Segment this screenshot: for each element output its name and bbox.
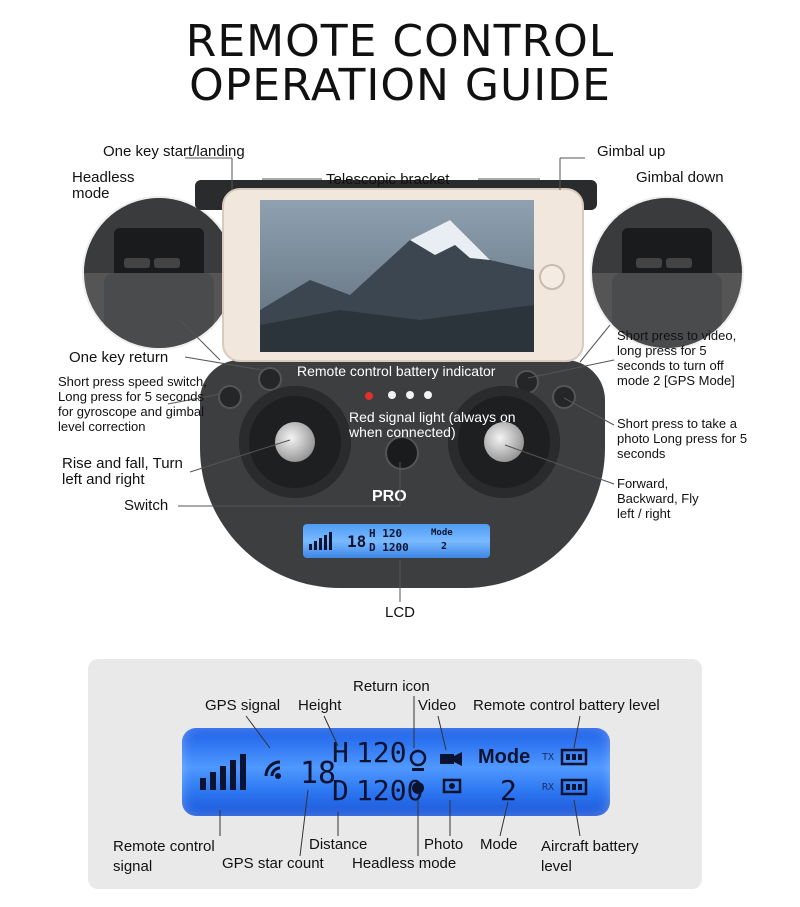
right-zoom-circle [590, 196, 744, 350]
label-one-key-return: One key return [69, 349, 169, 366]
start-landing-button [154, 258, 180, 268]
signal-bars-icon [309, 532, 332, 550]
lcd-h-value: 120 [356, 736, 407, 769]
phone-home-button [539, 264, 565, 290]
lcd-h-letter: H [332, 736, 349, 769]
left-zoom-circle [82, 196, 236, 350]
page-title-line-2: OPERATION GUIDE [189, 60, 611, 111]
legend-rc-battery: Remote control battery level [473, 697, 660, 714]
label-battery-indicator: Remote control battery indicator [297, 363, 496, 379]
label-headless-mode: Headless mode [72, 169, 135, 202]
legend-aircraft-battery: Aircraft battery level [541, 838, 639, 875]
lcd-rx-label: RX [542, 782, 555, 793]
left-joystick[interactable] [239, 386, 351, 498]
legend-photo: Photo [424, 836, 464, 853]
red-signal-led [365, 392, 373, 400]
lcd-sats: 18 [300, 756, 337, 791]
legend-mode: Mode [480, 836, 518, 853]
headless-button [124, 258, 150, 268]
remote-lcd: 18 H 120 D 1200 Mode 2 [303, 524, 490, 558]
label-red-signal: Red signal light (always on when connect… [349, 409, 516, 440]
power-switch[interactable] [385, 436, 419, 470]
lcd-mode-value: 2 [500, 774, 517, 807]
brand-label: PRO [372, 488, 407, 505]
phone-screen-mountain-image [260, 200, 534, 352]
lcd-d-value: 1200 [356, 774, 424, 807]
lcd-small-distance: D 1200 [369, 541, 409, 554]
lcd-small-sats: 18 [347, 532, 367, 551]
battery-led-2 [406, 391, 414, 399]
gimbal-up-button [636, 258, 662, 268]
lcd-small-height: H 120 [369, 527, 403, 540]
photo-button[interactable] [552, 385, 576, 409]
legend-gps-star-count: GPS star count [222, 855, 324, 872]
label-photo-press: Short press to take a photo Long press f… [617, 416, 748, 461]
label-forward: Forward, Backward, Fly left / right [617, 476, 699, 521]
battery-led-1 [388, 391, 396, 399]
lcd-tx-label: TX [542, 752, 555, 763]
legend-video: Video [418, 697, 457, 714]
label-telescopic-bracket: Telescopic bracket [326, 171, 450, 188]
legend-rc-signal: Remote control signal [113, 838, 215, 875]
label-video-press: Short press to video, long press for 5 s… [617, 328, 737, 388]
speed-switch-button[interactable] [218, 385, 242, 409]
legend-distance: Distance [309, 836, 368, 853]
label-speed-switch: Short press speed switch, Long press for… [58, 374, 207, 434]
return-button[interactable] [258, 367, 282, 391]
right-joystick[interactable] [448, 386, 560, 498]
lcd-detail-display: 18 H 120 D 1200 Mode 2 TX RX [182, 728, 610, 816]
label-switch: Switch [124, 497, 169, 514]
mountain-icon [260, 220, 534, 352]
label-lcd: LCD [385, 604, 416, 621]
lcd-d-letter: D [332, 774, 349, 807]
label-rise-fall: Rise and fall, Turn left and right [62, 455, 183, 488]
lcd-detail-icons [200, 748, 588, 796]
lcd-mode-label: Mode [478, 746, 531, 768]
legend-gps-signal: GPS signal [205, 697, 281, 714]
legend-height: Height [298, 697, 342, 714]
page-title-line-1: REMOTE CONTROL [185, 16, 615, 67]
legend-headless-mode: Headless mode [352, 855, 457, 872]
label-one-key-start: One key start/landing [103, 143, 245, 160]
label-gimbal-up: Gimbal up [597, 143, 666, 160]
lcd-small-mode: Mode [431, 528, 453, 538]
battery-led-3 [424, 391, 432, 399]
legend-return-icon: Return icon [353, 678, 430, 695]
lcd-small-mode-value: 2 [441, 541, 448, 552]
label-gimbal-down: Gimbal down [636, 169, 724, 186]
gimbal-down-button [666, 258, 692, 268]
